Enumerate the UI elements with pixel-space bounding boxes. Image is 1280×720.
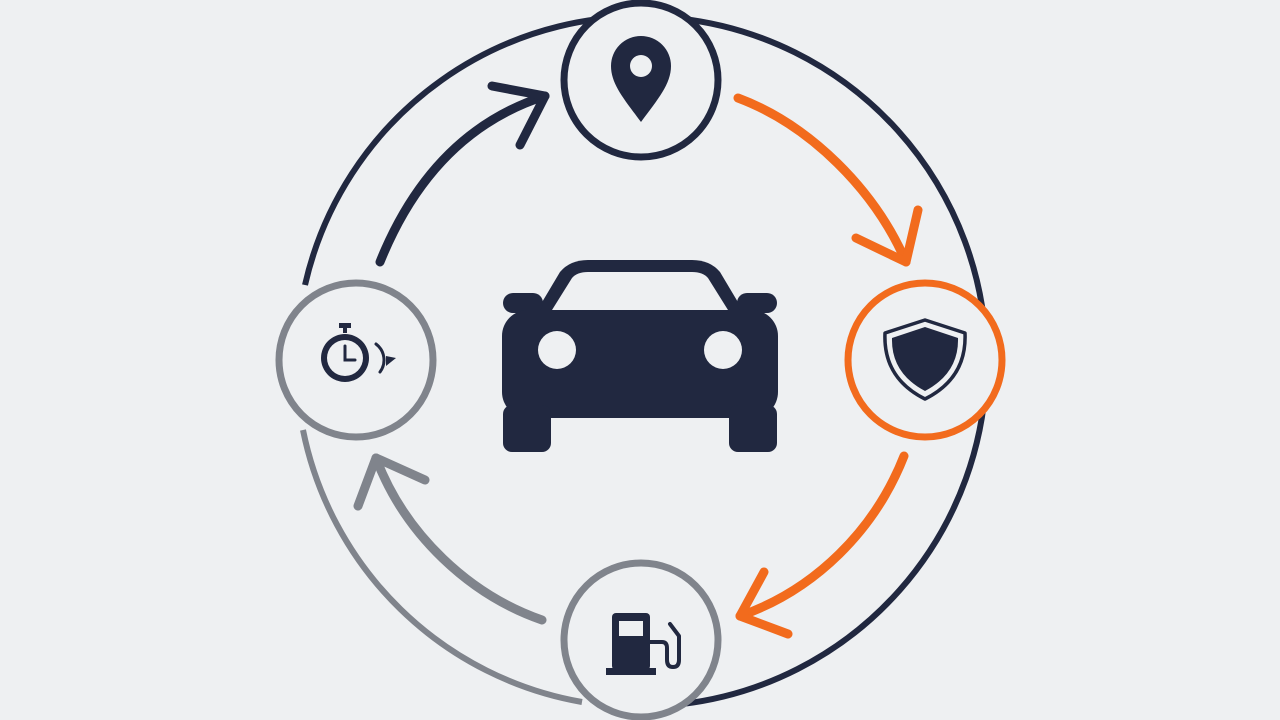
car-windshield: [552, 272, 728, 310]
flow-arrow-head: [851, 205, 923, 267]
flow-arrow-head: [735, 567, 793, 639]
shield-icon: [883, 318, 967, 401]
location-pin-shape: [611, 36, 671, 122]
stopwatch-refresh-arrowhead: [386, 356, 396, 366]
fuel-pump-base: [606, 668, 656, 675]
car-headlight-right: [704, 331, 742, 369]
flow-arrow-head: [487, 81, 550, 150]
stopwatch-hands: [343, 344, 357, 362]
fuel-pump-window: [619, 621, 643, 636]
location-pin-icon: [611, 36, 671, 122]
node-timer: [275, 279, 437, 441]
fuel-pump-icon: [606, 613, 681, 675]
car-mirror-right: [737, 293, 777, 313]
location-pin-hole: [630, 55, 652, 77]
flow-arrow-fuel-to-timer: [353, 453, 547, 625]
car-mirror-left: [503, 293, 543, 313]
stopwatch-icon: [321, 323, 396, 382]
shield-fill: [891, 327, 959, 391]
flow-arrow-shaft: [371, 453, 547, 625]
outer-ring-navy-arc: [302, 13, 990, 707]
flow-arrow-protection-to-fuel: [735, 451, 909, 639]
stopwatch-crown: [339, 323, 351, 328]
stopwatch-refresh-arc: [374, 342, 386, 374]
node-protection: [844, 279, 1006, 441]
car-wheel-left: [503, 405, 551, 452]
stopwatch-stem: [343, 327, 347, 333]
car-body: [502, 310, 778, 418]
node-location: [560, 0, 722, 161]
outer-ring: [300, 13, 990, 707]
flow-arrow-shaft: [733, 93, 911, 267]
flow-arrow-shaft: [375, 91, 550, 267]
flow-arrow-shaft: [735, 451, 909, 621]
flow-arrow-location-to-protection: [733, 93, 923, 267]
shield-outline: [883, 318, 967, 401]
car-wheel-right: [729, 405, 777, 452]
car-headlight-left: [538, 331, 576, 369]
flow-arrow-head: [353, 453, 430, 511]
flow-arrow-timer-to-location: [375, 81, 550, 267]
outer-ring-gray-arc: [300, 429, 583, 705]
fuel-pump-hose: [648, 622, 681, 669]
node-fuel: [560, 559, 722, 720]
car-icon: [502, 260, 778, 452]
